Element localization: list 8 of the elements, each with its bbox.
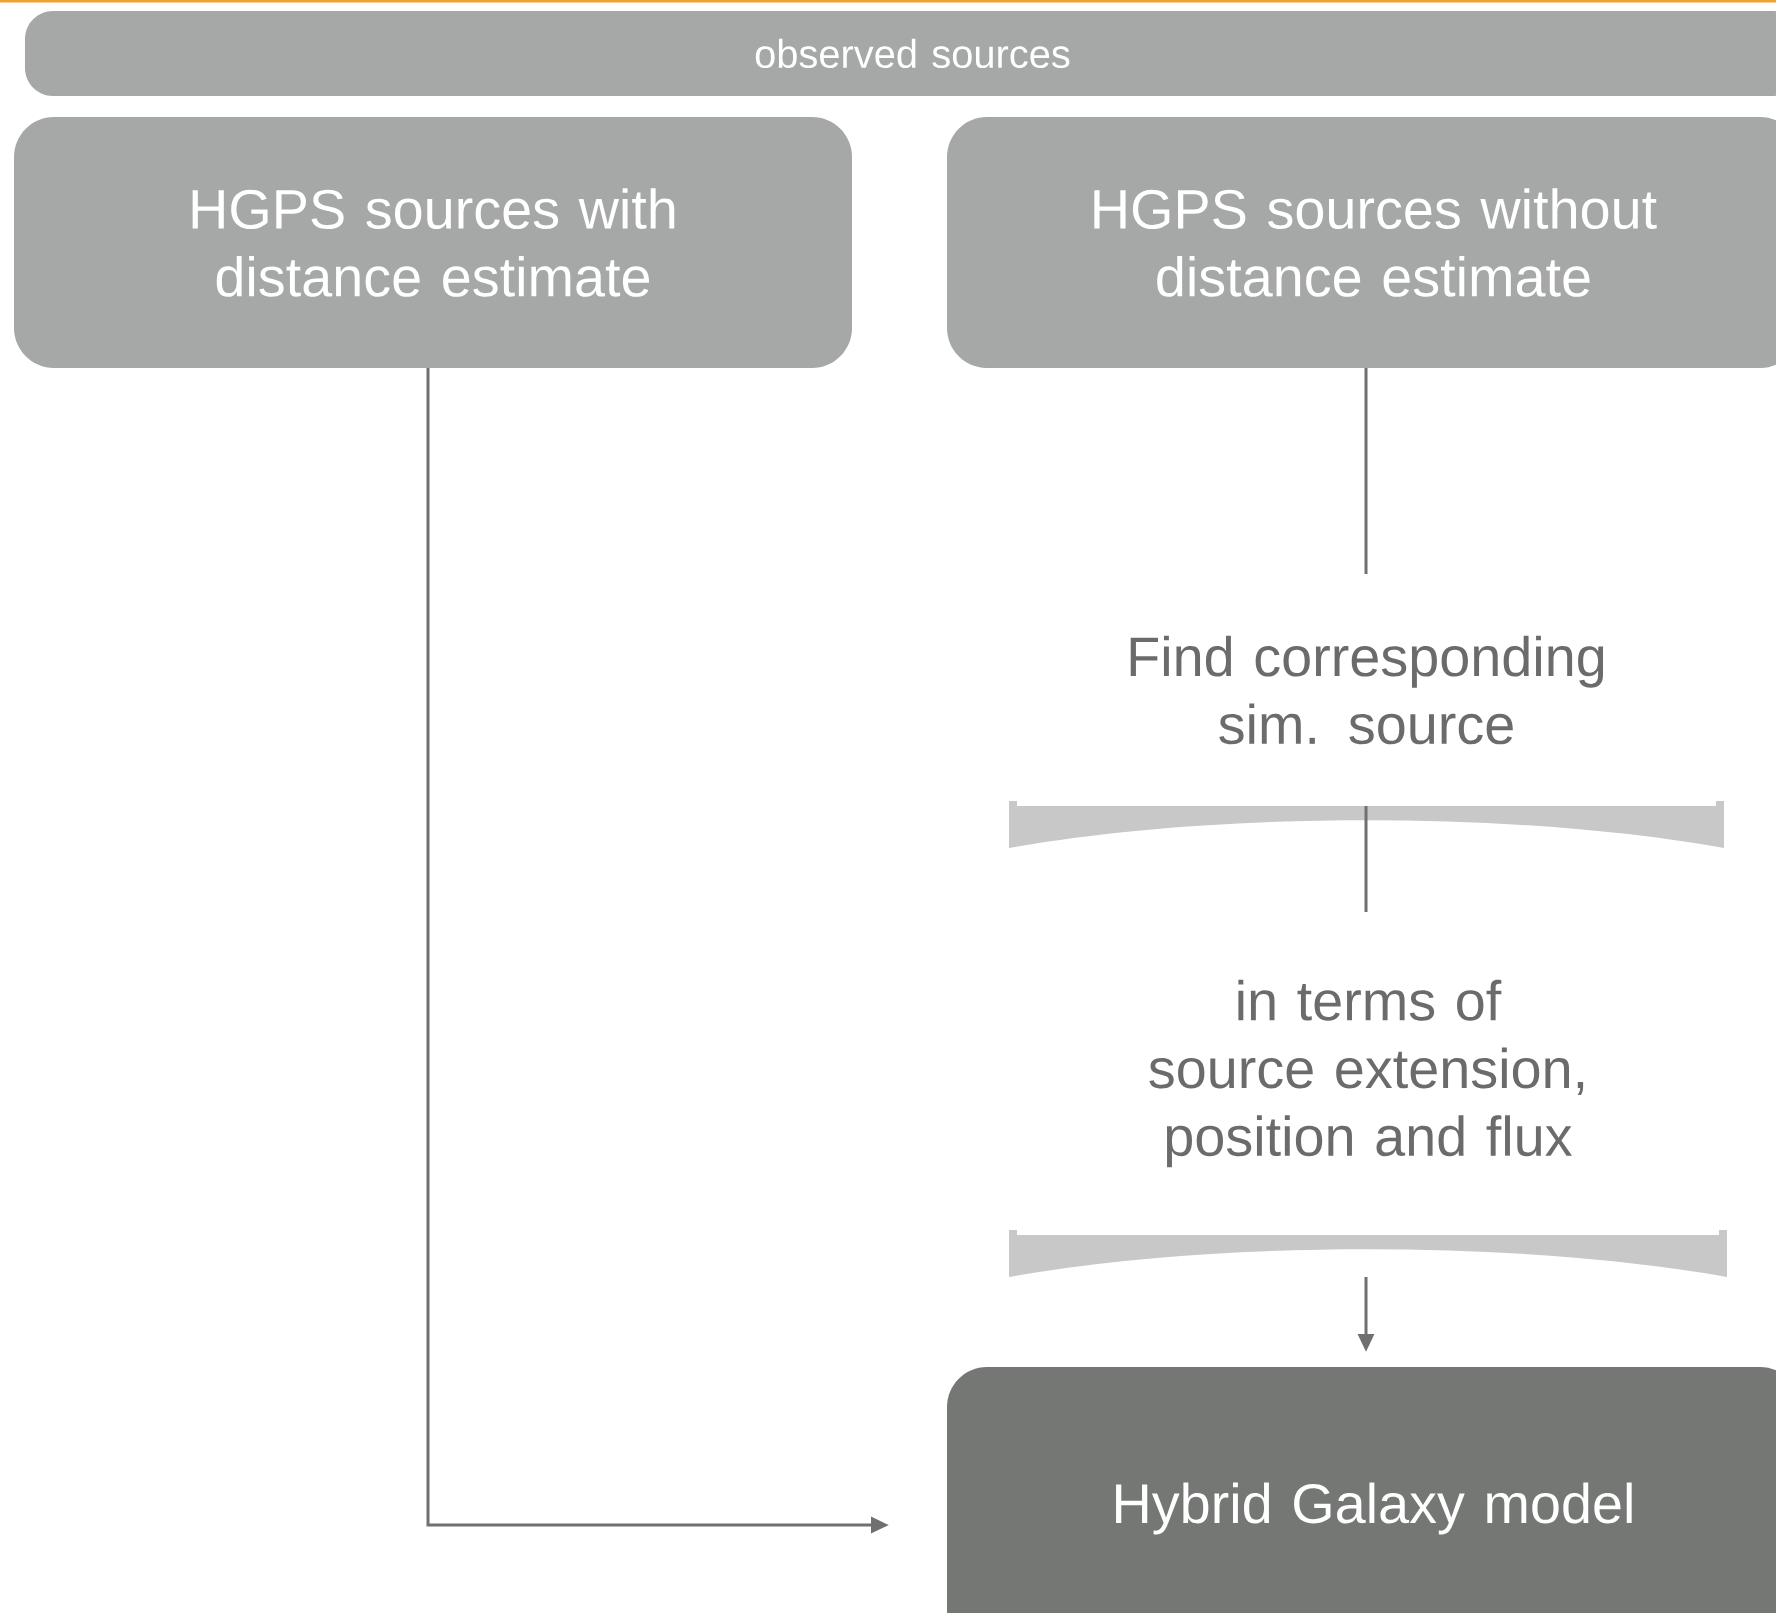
category-box: HGPS sources without distance estimate <box>947 117 1776 368</box>
header-bar: observed sources <box>25 11 1776 96</box>
process-box: in terms of source extension, position and flux <box>1009 912 1727 1277</box>
category-box: HGPS sources with distance estimate <box>14 117 852 368</box>
node-label: Find corresponding sim. source <box>1130 635 1604 745</box>
node-label: in terms of source extension, position and flux <box>1149 979 1584 1168</box>
process-box: Find corresponding sim. source <box>1009 574 1724 848</box>
result-box: Hybrid Galaxy model <box>947 1367 1776 1613</box>
